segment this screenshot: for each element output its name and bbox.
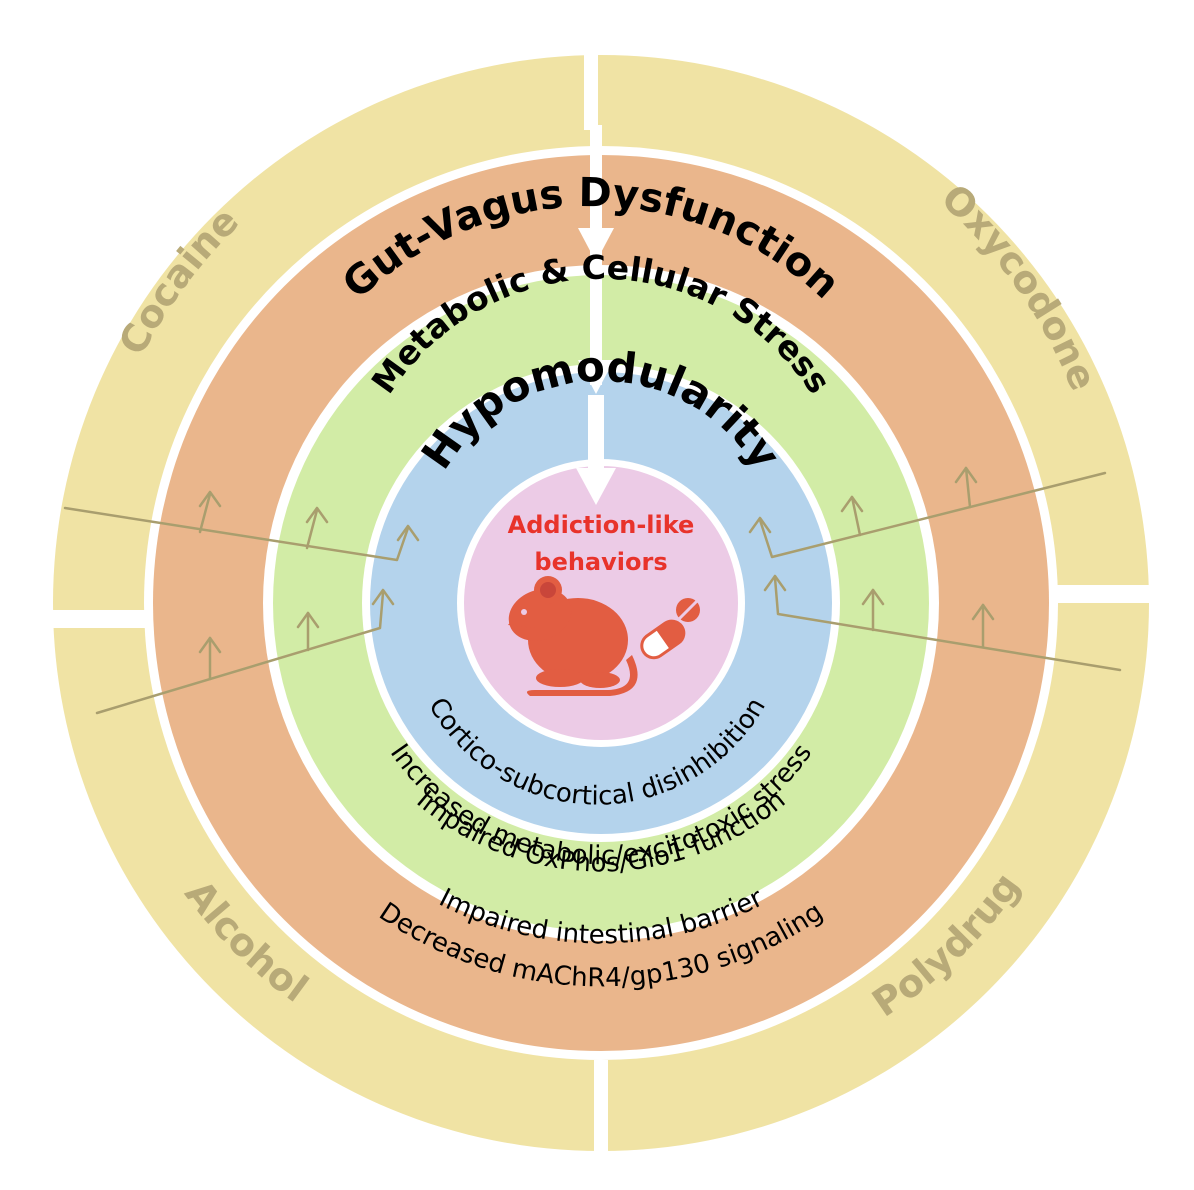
separator-right <box>1040 585 1194 603</box>
separator-top <box>584 0 598 130</box>
pathway-line-alcohol <box>95 591 385 715</box>
center-label-line2: behaviors <box>534 548 667 576</box>
pathway-line-polydrug <box>773 576 1122 672</box>
pill-capsule-icon <box>640 598 700 660</box>
mouse-icon <box>508 576 638 696</box>
pathway-line-cocaine <box>63 506 410 562</box>
downward-arrow-icon <box>576 125 616 505</box>
center-label-line1: Addiction-like <box>508 511 695 539</box>
pathway-arrows <box>63 466 1122 715</box>
separator-bottom <box>594 1060 608 1190</box>
separator-left <box>0 610 160 628</box>
pathway-line-oxycodone <box>758 471 1107 559</box>
